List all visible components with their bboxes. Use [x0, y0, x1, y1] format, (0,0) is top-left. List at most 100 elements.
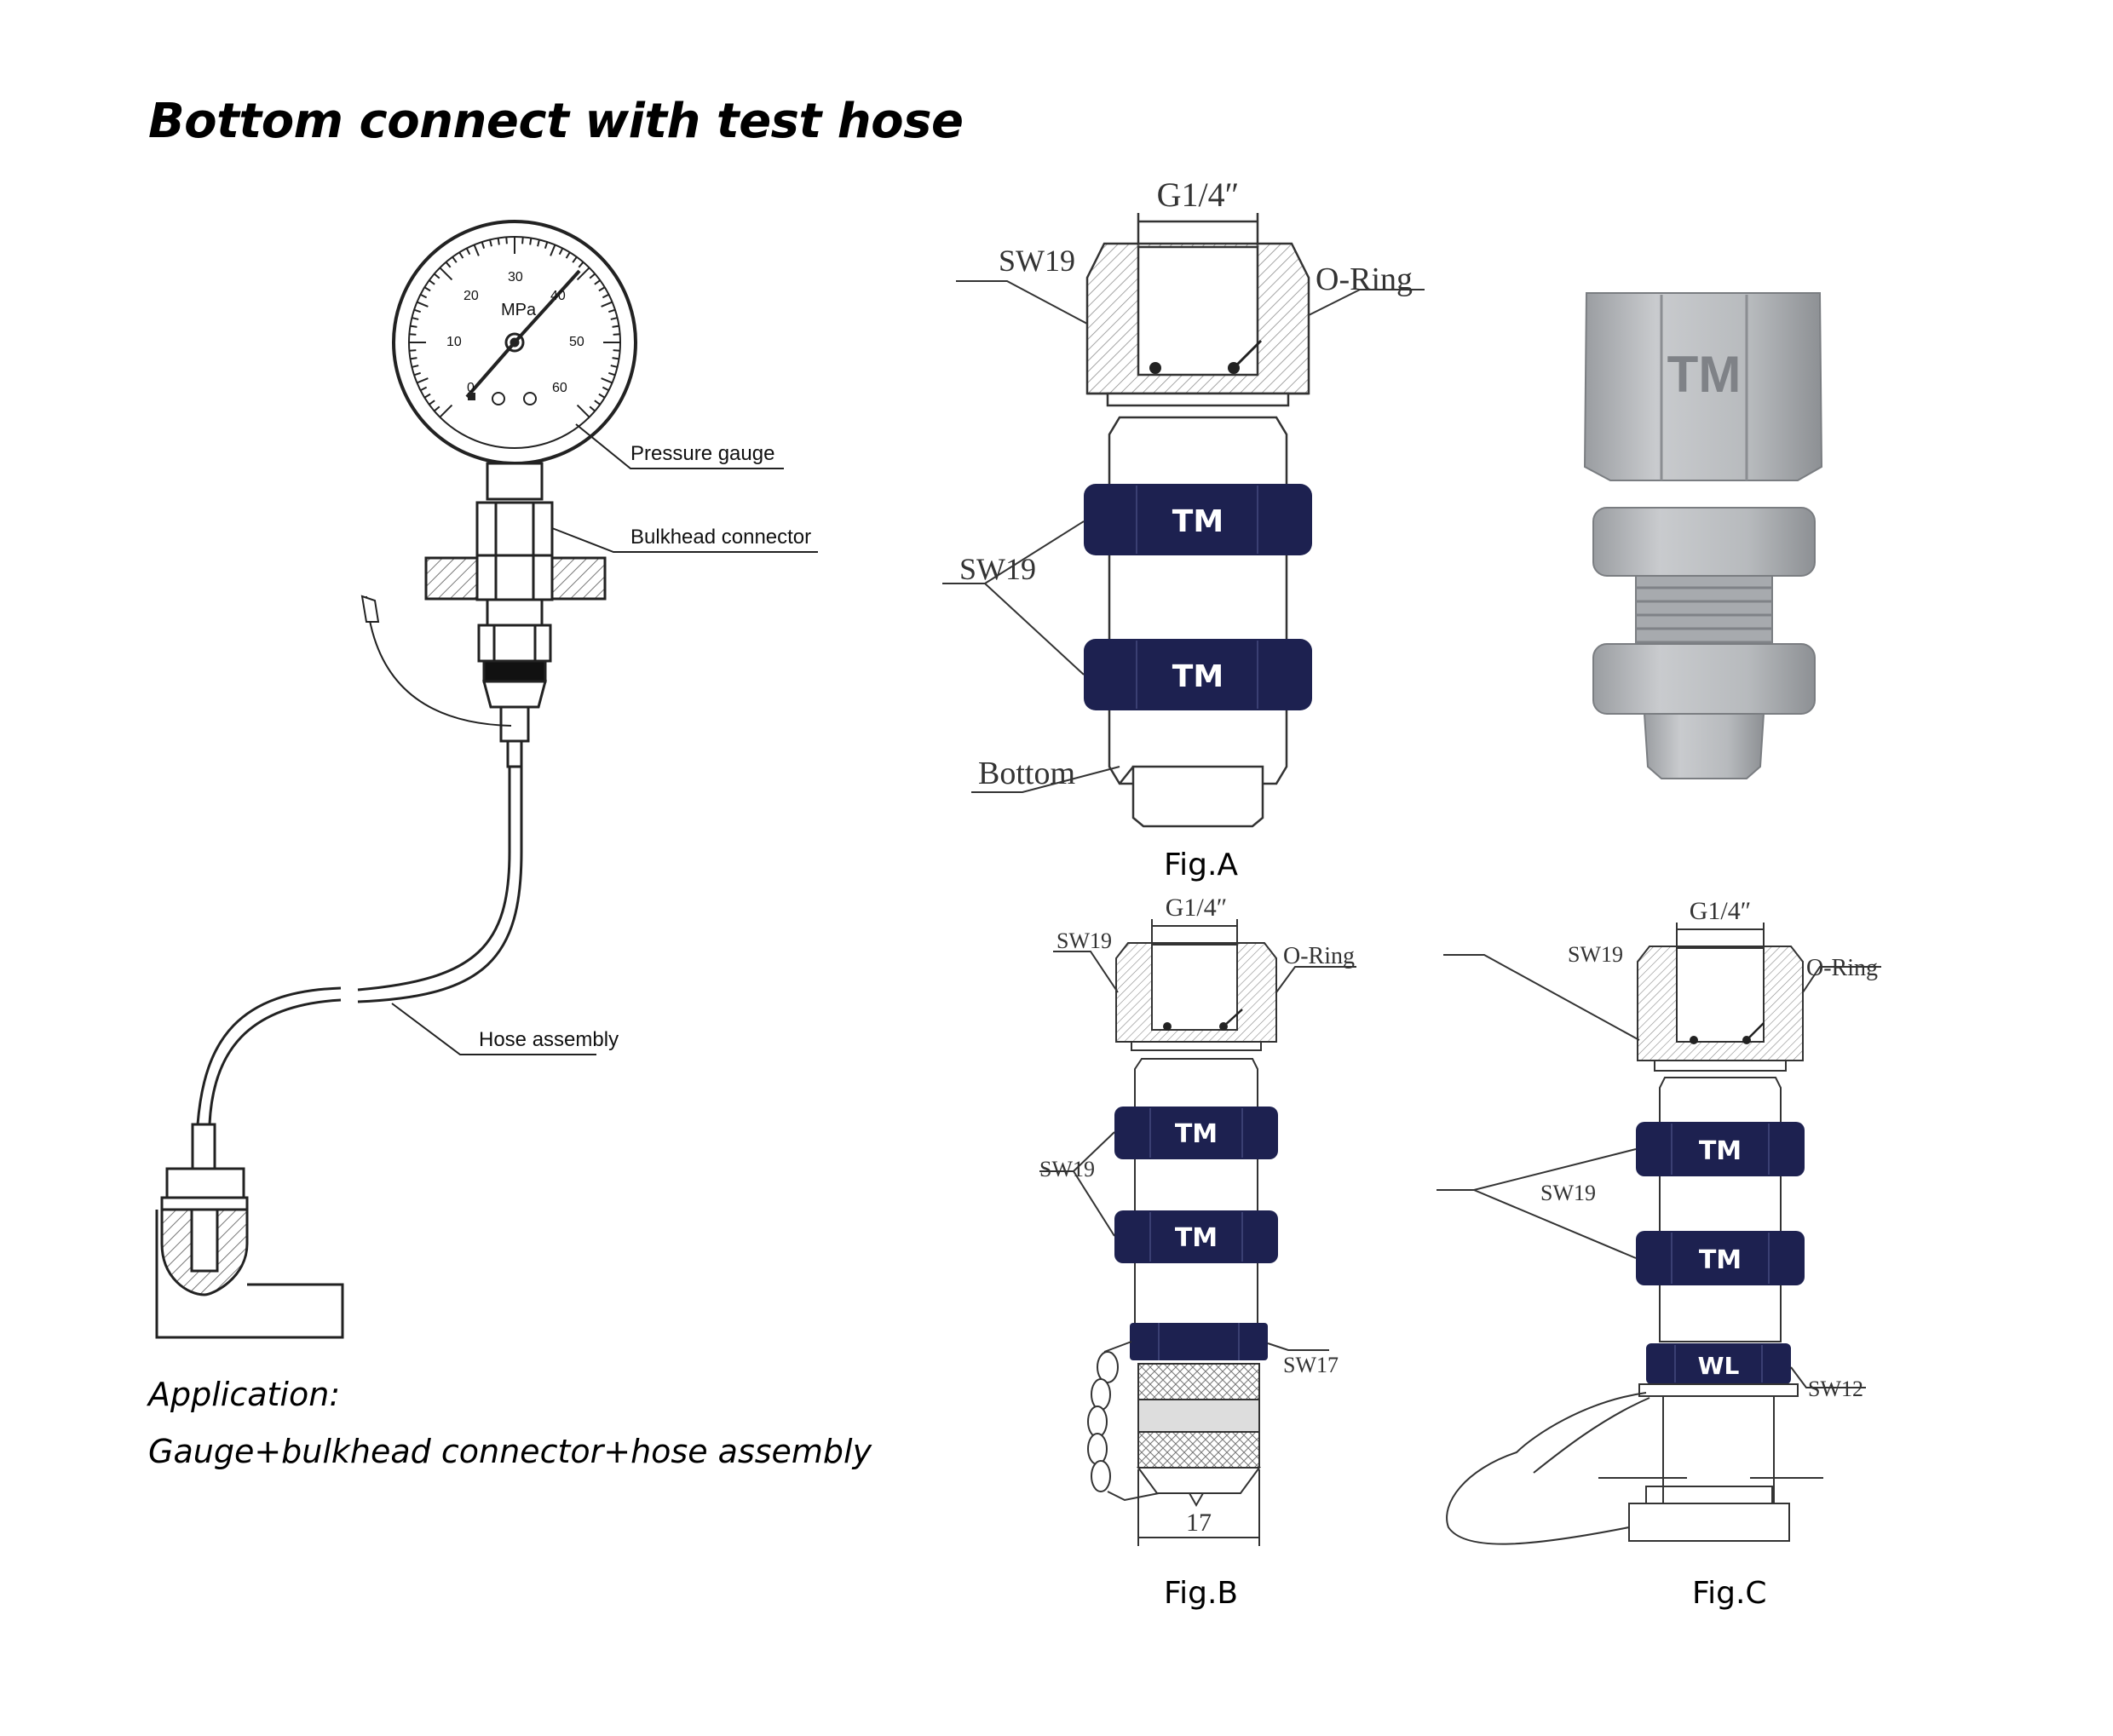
dial-tick: [439, 267, 453, 281]
dial-tick: [576, 404, 590, 418]
dial-tick: [544, 241, 549, 249]
fig-c-hex-low: SW12: [1808, 1377, 1863, 1401]
dial-tick: [594, 400, 601, 405]
dial-label-10: 10: [446, 335, 462, 349]
dial-tick: [589, 273, 596, 279]
dial-label-20: 20: [463, 289, 479, 303]
dial-tick: [558, 248, 564, 256]
fig-c-nut-sw12: [1646, 1343, 1791, 1384]
fig-b-nut-lower: [1114, 1210, 1278, 1263]
dial-tick: [465, 248, 471, 256]
dial-tick: [612, 325, 619, 328]
fig-a-oring: O-Ring: [1316, 262, 1413, 297]
dial-tick: [409, 333, 417, 336]
fig-a-caption: Fig.A: [1164, 848, 1239, 882]
dial-label-50: 50: [569, 335, 584, 349]
dial-tick: [550, 244, 556, 256]
dial-tick: [458, 251, 464, 259]
dial-tick: [417, 377, 429, 384]
dial-tick: [410, 325, 417, 328]
application-value: Gauge+bulkhead connector+hose assembly: [148, 1433, 872, 1470]
dial-tick: [481, 241, 486, 249]
dial-tick: [410, 357, 417, 360]
dial-tick: [578, 262, 584, 268]
fig-c-logo-low: WL: [1698, 1352, 1740, 1380]
dial-tick: [608, 371, 616, 377]
fig-b-nut-upper: [1114, 1107, 1278, 1159]
connector-hex-low: [477, 624, 552, 663]
dial-tick: [613, 349, 620, 352]
dial-tick: [601, 301, 613, 308]
dial-label-30: 30: [508, 270, 523, 285]
fig-b-drawing: TM TM: [1039, 894, 1356, 1546]
fig-b-dim: 17: [1186, 1509, 1212, 1537]
dial-tick: [505, 237, 508, 244]
dial-tick: [452, 256, 458, 263]
connector-hex-top: [475, 501, 554, 557]
dial-tick: [429, 400, 435, 405]
dial-tick: [439, 404, 453, 418]
label-bulkhead-connector: Bulkhead connector: [630, 526, 811, 549]
dial-tick: [565, 251, 571, 259]
dial-tick: [602, 293, 609, 299]
photo-logo: TM: [1667, 346, 1742, 403]
dial-label-40: 40: [550, 289, 566, 303]
fig-a-logo-lower: TM: [1172, 659, 1223, 694]
dial-tick: [497, 238, 500, 245]
fig-c-drawing: TM TM WL: [1436, 897, 1881, 1545]
fig-a-hex-nuts: SW19: [959, 552, 1036, 586]
dial-tick: [429, 279, 435, 285]
fig-a-nut-upper: [1084, 484, 1312, 555]
label-hose-assembly: Hose assembly: [479, 1028, 619, 1051]
fig-b-nut-sw17: [1130, 1323, 1268, 1360]
fig-c-caption: Fig.C: [1692, 1576, 1767, 1611]
fig-c-nut-lower: [1636, 1231, 1805, 1285]
fig-b-logo-lower: TM: [1175, 1223, 1218, 1253]
fig-a-hex-top: SW19: [999, 244, 1075, 278]
dial-tick: [434, 405, 440, 412]
page-title: Bottom connect with test hose: [148, 94, 964, 149]
dial-tick: [473, 244, 480, 256]
fig-c-logo-upper: TM: [1699, 1136, 1742, 1166]
dial-tick: [423, 286, 431, 292]
dial-tick: [489, 239, 492, 247]
dial-tick: [572, 256, 578, 263]
fig-c-nut-upper: [1636, 1122, 1805, 1176]
dial-tick: [420, 293, 428, 299]
dial-tick: [521, 237, 524, 244]
label-pressure-gauge: Pressure gauge: [630, 442, 774, 465]
dial-tick: [612, 357, 619, 360]
dial-tick: [602, 386, 609, 392]
fig-b-caption: Fig.B: [1164, 1576, 1239, 1611]
fig-b-hex-nuts: SW19: [1039, 1157, 1095, 1181]
hose: [196, 767, 523, 1125]
fig-a-bottom: Bottom: [978, 756, 1075, 791]
dial-tick: [413, 371, 421, 377]
fig-c-thread: G1/4″: [1690, 897, 1752, 925]
gauge-hose-diagram: 0 10 20 30 40 50 60 MPa: [155, 220, 818, 1339]
dial-label-60: 60: [552, 381, 567, 395]
fig-b-oring: O-Ring: [1283, 943, 1355, 969]
dial-tick: [537, 239, 540, 247]
dial-tick: [576, 267, 590, 281]
fig-c-hex-nuts: SW19: [1540, 1181, 1596, 1205]
fig-b-hex-top: SW19: [1056, 928, 1112, 953]
dial-tick: [529, 238, 533, 245]
dial-tick: [601, 377, 613, 384]
fig-c-logo-lower: TM: [1699, 1245, 1742, 1275]
fig-a-thread: G1/4″: [1157, 175, 1240, 214]
fig-a-nut-lower: [1084, 639, 1312, 710]
dial-tick: [417, 301, 429, 308]
fig-c-hex-top: SW19: [1568, 942, 1623, 967]
fig-b-logo-upper: TM: [1175, 1119, 1218, 1149]
gauge-stem: [486, 462, 544, 501]
fig-c-oring: O-Ring: [1806, 955, 1878, 981]
fig-b-thread: G1/4″: [1166, 894, 1228, 922]
dial-label-0: 0: [467, 381, 475, 395]
dial-tick: [412, 365, 419, 368]
dial-tick: [412, 317, 419, 320]
dial-tick: [445, 262, 452, 268]
dial-tick: [598, 393, 606, 399]
dial-tick: [610, 317, 618, 320]
